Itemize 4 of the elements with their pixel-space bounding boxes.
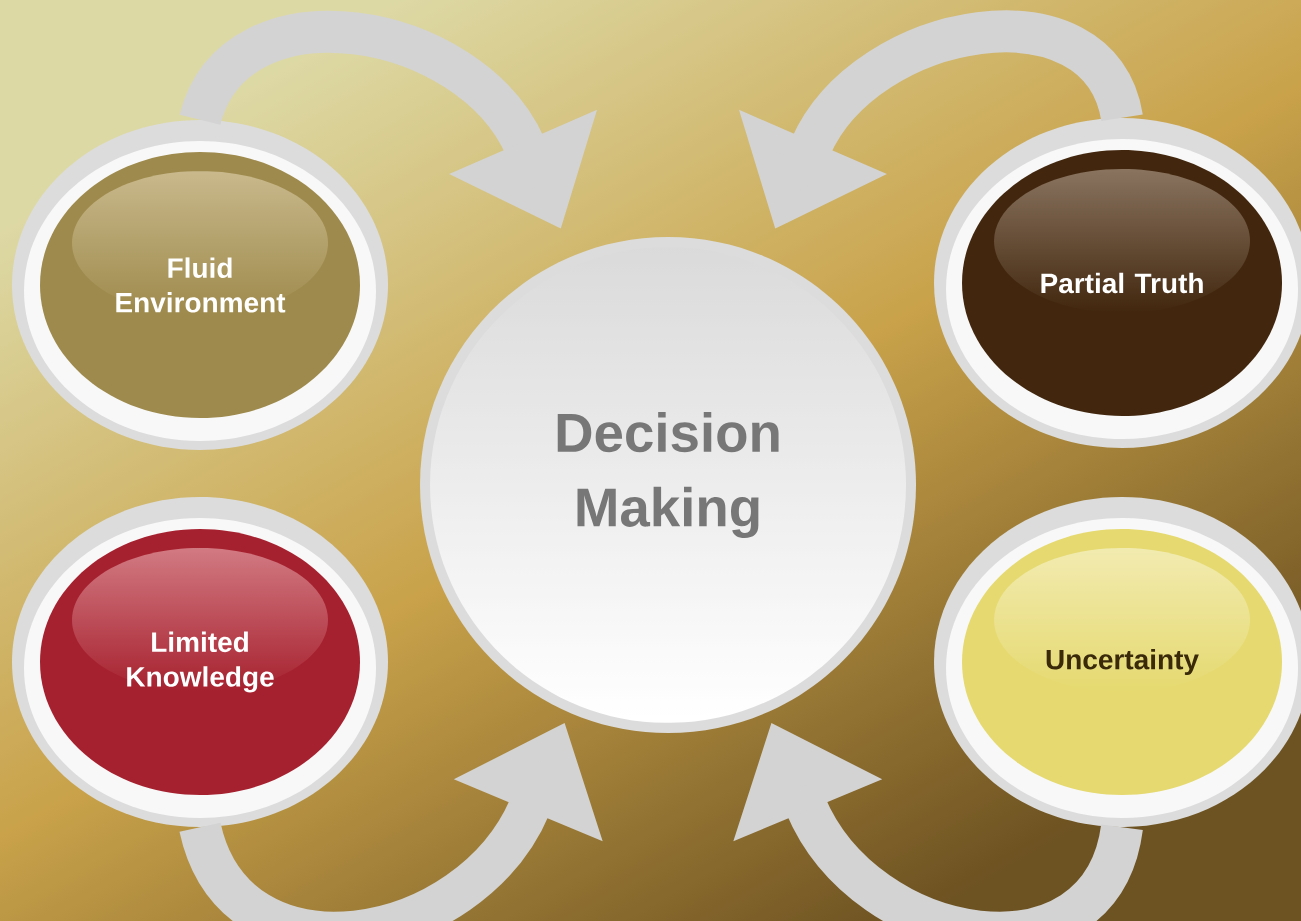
bubble: Partial Truth	[934, 118, 1301, 448]
bubble: Fluid Environment	[12, 120, 388, 450]
bubble: Uncertainty	[934, 497, 1301, 827]
bubble: Limited Knowledge	[12, 497, 388, 827]
